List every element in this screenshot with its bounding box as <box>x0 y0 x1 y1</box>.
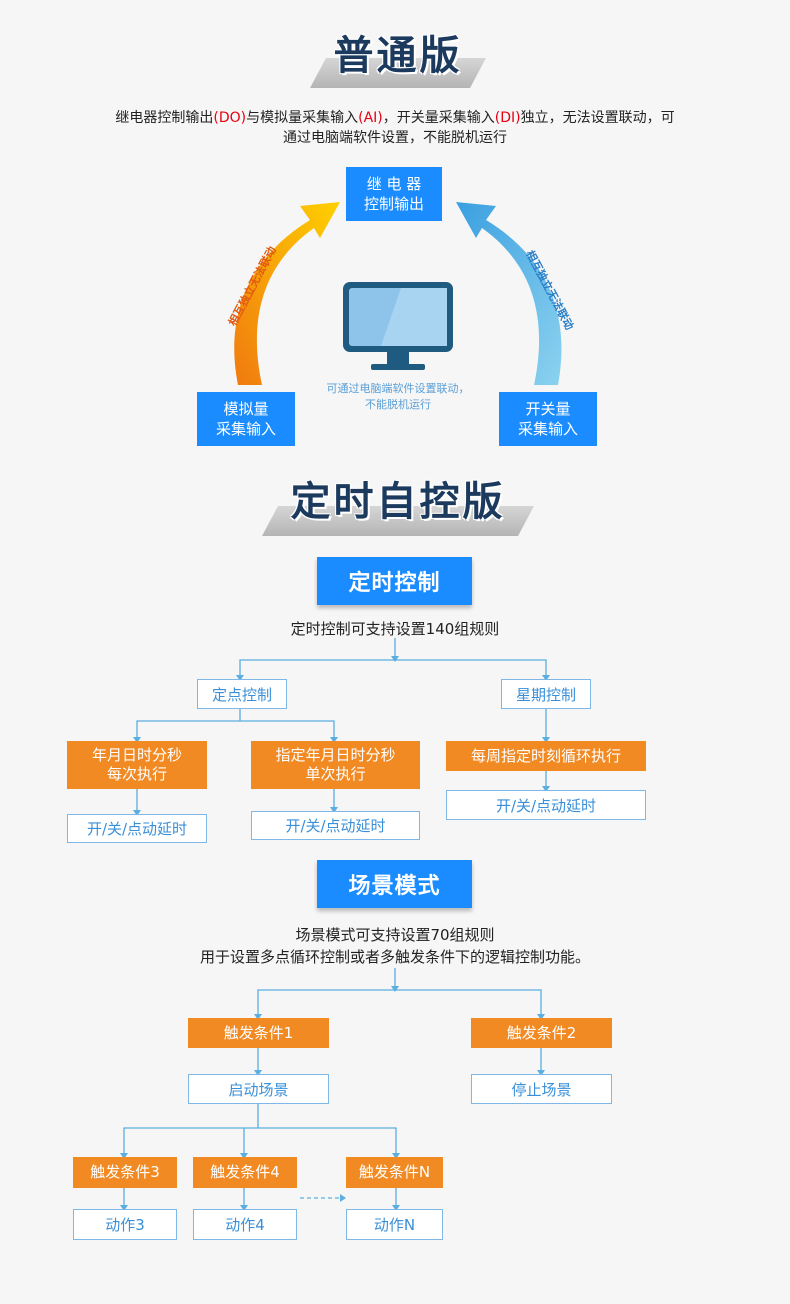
trigger-1-box: 触发条件1 <box>188 1018 329 1048</box>
section1-description: 继电器控制输出(DO)与模拟量采集输入(AI)，开关量采集输入(DI)独立，无法… <box>60 108 730 148</box>
box-label: 每次执行 <box>106 765 167 783</box>
switch-input-box: 开关量 采集输入 <box>499 392 597 446</box>
desc-text: ，开关量采集输入 <box>382 110 495 126</box>
every-time-box: 年月日时分秒 每次执行 <box>67 741 207 789</box>
analog-input-box: 模拟量 采集输入 <box>197 392 295 446</box>
start-scene-box: 启动场景 <box>188 1074 329 1104</box>
trigger-2-box: 触发条件2 <box>471 1018 612 1048</box>
monitor-icon <box>343 282 453 370</box>
timer-description: 定时控制可支持设置140组规则 <box>290 620 500 638</box>
action-4-box: 动作4 <box>193 1209 297 1240</box>
section1-title-text: 普通版 <box>333 33 463 79</box>
relay-output-box: 继 电 器 控制输出 <box>346 167 442 221</box>
action-n-box: 动作N <box>346 1209 443 1240</box>
once-box: 指定年月日时分秒 单次执行 <box>251 741 420 789</box>
box-label: 控制输出 <box>363 195 424 213</box>
action-3-box: 动作3 <box>73 1209 177 1240</box>
scene-desc-line2: 用于设置多点循环控制或者多触发条件下的逻辑控制功能。 <box>199 948 590 966</box>
desc-text: 独立，无法设置联动，可 <box>520 110 675 126</box>
box-label: 采集输入 <box>215 420 276 438</box>
right-arrow-icon <box>456 202 562 385</box>
di-label: (DI) <box>494 110 521 126</box>
description-line1: 继电器控制输出(DO)与模拟量采集输入(AI)，开关量采集输入(DI)独立，无法… <box>60 108 730 128</box>
trigger-4-box: 触发条件4 <box>193 1157 297 1188</box>
box-label: 年月日时分秒 <box>91 746 182 764</box>
monitor-caption: 可通过电脑端软件设置联动， 不能脱机运行 <box>300 381 496 413</box>
left-arrow-icon <box>234 202 340 385</box>
scene-mode-pill: 场景模式 <box>317 860 472 908</box>
section2-title-text: 定时自控版 <box>290 479 506 525</box>
scene-desc-line1: 场景模式可支持设置70组规则 <box>295 926 495 944</box>
description-line2: 通过电脑端软件设置，不能脱机运行 <box>283 130 507 146</box>
box-label: 指定年月日时分秒 <box>275 746 396 764</box>
caption-line: 可通过电脑端软件设置联动， <box>326 382 470 395</box>
caption-line: 不能脱机运行 <box>365 398 431 411</box>
week-control-box: 星期控制 <box>501 679 591 709</box>
scene-description: 场景模式可支持设置70组规则 用于设置多点循环控制或者多触发条件下的逻辑控制功能… <box>120 924 670 968</box>
stop-scene-box: 停止场景 <box>471 1074 612 1104</box>
box-label: 单次执行 <box>305 765 366 783</box>
ai-label: (AI) <box>358 110 383 126</box>
do-label: (DO) <box>213 110 247 126</box>
desc-text: 与模拟量采集输入 <box>246 110 359 126</box>
trigger-3-box: 触发条件3 <box>73 1157 177 1188</box>
box-label: 采集输入 <box>517 420 578 438</box>
timer-control-pill: 定时控制 <box>317 557 472 605</box>
weekly-box: 每周指定时刻循环执行 <box>446 741 646 771</box>
section1-title: 普通版 <box>310 30 486 88</box>
independence-arrows <box>234 202 562 385</box>
box-label: 开关量 <box>525 400 571 418</box>
action-box-2: 开/关/点动延时 <box>251 811 420 840</box>
action-box-1: 开/关/点动延时 <box>67 814 207 843</box>
action-box-3: 开/关/点动延时 <box>446 790 646 820</box>
box-label: 模拟量 <box>223 400 269 418</box>
box-label: 继 电 器 <box>366 175 422 193</box>
desc-text: 继电器控制输出 <box>115 110 214 126</box>
trigger-n-box: 触发条件N <box>346 1157 443 1188</box>
section2-title: 定时自控版 <box>262 478 534 536</box>
fixed-point-control-box: 定点控制 <box>197 679 287 709</box>
